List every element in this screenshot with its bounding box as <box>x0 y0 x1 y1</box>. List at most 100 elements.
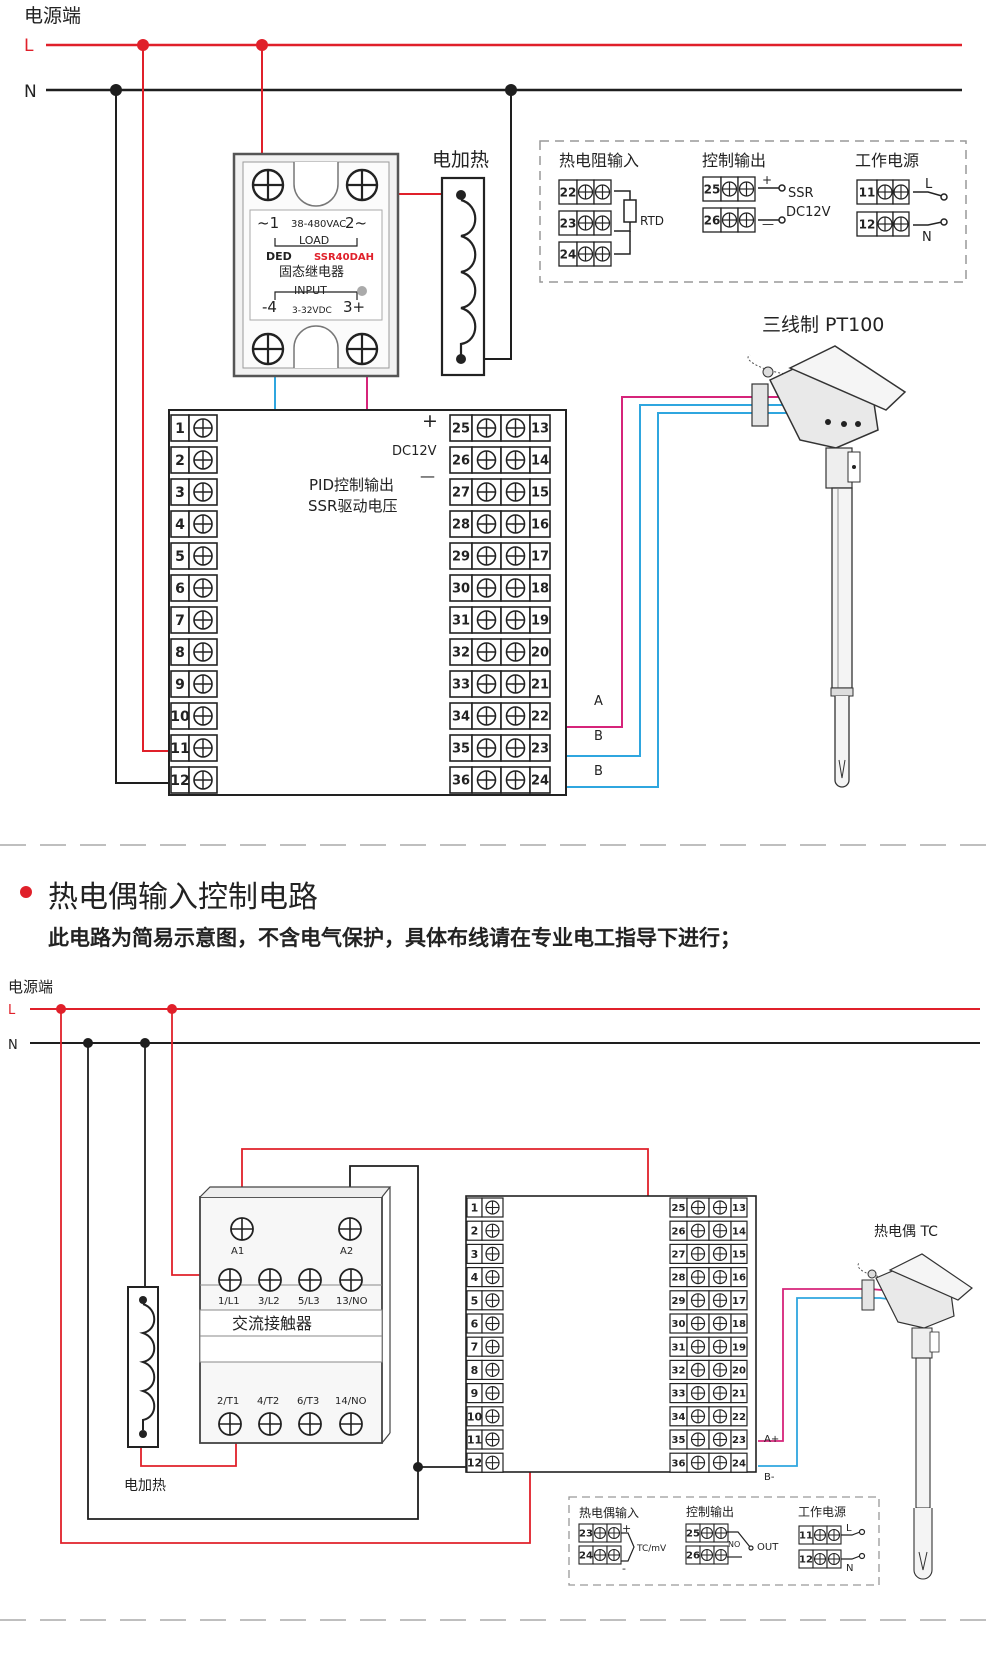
terminal-number: 35 <box>452 742 470 757</box>
ssr-input-label: INPUT <box>294 284 327 297</box>
wire-b-label-1: B <box>594 729 603 744</box>
terminal: 30 <box>449 574 531 602</box>
terminal: 25 <box>685 1523 729 1543</box>
terminal-number: 36 <box>452 774 470 789</box>
bottom-heater-element <box>127 1286 159 1448</box>
terminal: 19 <box>529 606 551 634</box>
bottom-line-l-label: L <box>8 1003 16 1018</box>
ssr-brand: DED <box>266 250 292 263</box>
legend-rtd-title: 热电阻输入 <box>559 151 639 170</box>
terminal-number: 30 <box>452 582 470 597</box>
terminal-number: 7 <box>175 613 185 629</box>
terminal: 24 <box>578 1545 622 1565</box>
terminal: 23 <box>730 1429 748 1450</box>
terminal: 15 <box>529 478 551 506</box>
terminal-number: 20 <box>732 1366 746 1377</box>
terminal-number: 28 <box>672 1273 686 1284</box>
terminal-number: 4 <box>175 517 185 533</box>
terminal-number: 16 <box>531 518 549 533</box>
terminal-number: 25 <box>672 1203 686 1214</box>
terminal-number: 19 <box>732 1342 746 1353</box>
terminal: 23 <box>529 734 551 762</box>
terminal-number: 14 <box>732 1226 746 1237</box>
terminal: 2 <box>466 1220 504 1241</box>
terminal-number: 20 <box>531 646 549 661</box>
terminal-number: 23 <box>579 1529 593 1540</box>
terminal-number: 25 <box>452 422 470 437</box>
contactor-a1: A1 <box>231 1246 244 1257</box>
legend-l-label: L <box>925 177 933 192</box>
terminal: 15 <box>730 1243 748 1265</box>
terminal-number: 10 <box>467 1410 483 1423</box>
terminal-number: 3 <box>175 485 185 501</box>
terminal-number: 10 <box>170 709 190 725</box>
terminal-number: 1 <box>471 1201 479 1214</box>
terminal: 3 <box>466 1243 504 1265</box>
contactor-top-term-3: 5/L3 <box>298 1296 320 1307</box>
terminal-number: 31 <box>672 1342 686 1353</box>
legend-rtd-wiring <box>614 190 637 255</box>
pid-output-label: PID控制输出 <box>309 476 394 494</box>
terminal: 26 <box>449 446 531 474</box>
bottom-line-n-label: N <box>8 1038 18 1053</box>
contactor-bottom-term-3: 6/T3 <box>297 1396 319 1407</box>
terminal-number: 32 <box>452 646 470 661</box>
output-minus: — <box>420 467 435 485</box>
terminal: 18 <box>730 1313 748 1334</box>
pt100-title: 三线制 PT100 <box>762 314 884 336</box>
terminal: 12 <box>798 1549 842 1569</box>
output-plus: + <box>422 410 438 432</box>
terminal-number: 12 <box>467 1457 482 1470</box>
bottom-legend-control-wiring <box>727 1531 754 1558</box>
legend-control-plus: + <box>762 173 772 187</box>
terminal: 12 <box>466 1452 504 1473</box>
section-title: 热电偶输入控制电路 <box>48 880 318 915</box>
terminal: 22 <box>730 1406 748 1427</box>
controller-terminal-block <box>168 409 567 796</box>
terminal: 8 <box>466 1359 504 1381</box>
terminal: 6 <box>466 1313 504 1334</box>
thermocouple-title: 热电偶 TC <box>874 1224 938 1240</box>
terminal: 6 <box>170 574 218 602</box>
terminal-number: 11 <box>467 1433 482 1446</box>
terminal: 19 <box>730 1336 748 1357</box>
terminal: 13 <box>529 414 551 442</box>
ssr-terminal-3: 3+ <box>343 298 365 316</box>
ssr-load-label: LOAD <box>299 234 329 247</box>
terminal: 26 <box>702 207 756 233</box>
terminal-number: 18 <box>531 582 549 597</box>
legend-control-title: 控制输出 <box>702 151 766 170</box>
terminal-number: 8 <box>471 1364 479 1377</box>
terminal-number: 22 <box>531 710 549 725</box>
terminal: 36 <box>669 1452 732 1473</box>
safety-note: 此电路为简易示意图，不含电气保护，具体布线请在专业电工指导下进行； <box>48 926 741 950</box>
bottom-legend-power-title: 工作电源 <box>798 1505 846 1519</box>
terminal: 17 <box>730 1290 748 1311</box>
terminal: 8 <box>170 638 218 666</box>
bottom-legend-minus: - <box>622 1562 626 1575</box>
terminal-number: 36 <box>672 1458 686 1469</box>
legend-control-minus: — <box>762 217 774 231</box>
legend-dc12v-label: DC12V <box>786 205 831 220</box>
terminal: 28 <box>669 1266 732 1288</box>
terminal: 1 <box>170 414 218 442</box>
terminal: 4 <box>466 1266 504 1288</box>
section-bullet <box>20 886 32 898</box>
wire-a-label: A <box>594 694 603 709</box>
terminal-number: 32 <box>672 1366 686 1377</box>
terminal-number: 3 <box>471 1248 479 1261</box>
terminal: 24 <box>730 1452 748 1473</box>
terminal-number: 5 <box>471 1294 479 1307</box>
terminal-number: 6 <box>471 1317 479 1330</box>
terminal: 23 <box>578 1523 622 1543</box>
terminal-number: 25 <box>686 1529 700 1540</box>
bottom-legend-out: OUT <box>757 1542 779 1553</box>
terminal-number: 21 <box>531 678 549 693</box>
terminal-number: 33 <box>672 1389 686 1400</box>
